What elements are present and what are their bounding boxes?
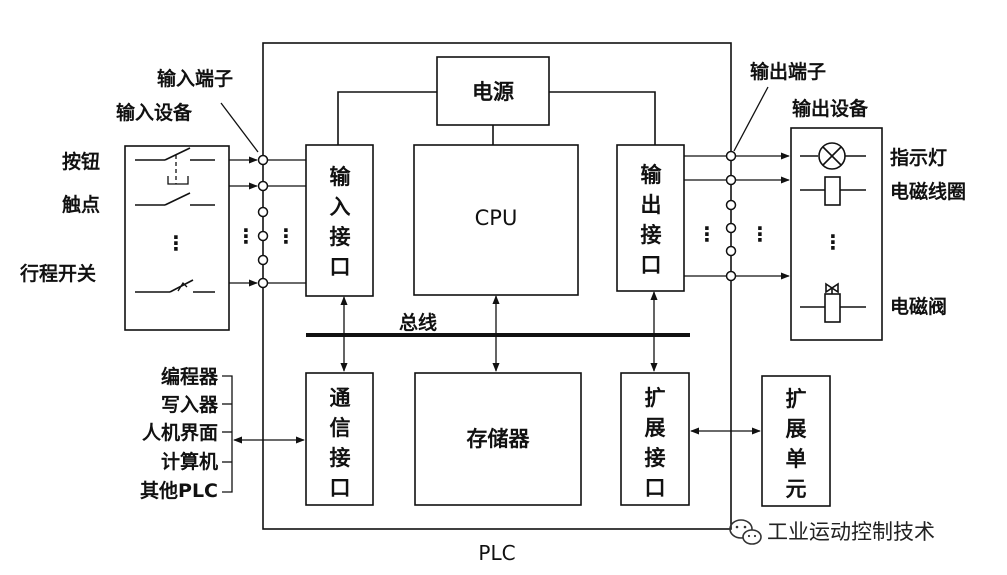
power-line-right bbox=[549, 91, 656, 145]
expansion-interface-char: 接 bbox=[645, 446, 666, 470]
output-device-ellipsis: ⋮ bbox=[823, 230, 843, 254]
button-label: 按钮 bbox=[62, 150, 100, 173]
input-terminal bbox=[257, 230, 269, 242]
cpu-label: CPU bbox=[475, 206, 518, 230]
output-interface-box bbox=[616, 144, 685, 292]
external-device-item: 写入器 bbox=[161, 394, 219, 416]
external-device-list: 编程器 写入器 人机界面 计算机 其他PLC bbox=[140, 365, 219, 502]
input-terminal bbox=[257, 154, 269, 166]
comm-interface-box bbox=[305, 372, 374, 506]
output-interface-char: 接 bbox=[641, 223, 662, 247]
expansion-interface-label: 扩 展 接 口 bbox=[645, 386, 666, 500]
output-interface-char: 出 bbox=[641, 193, 662, 217]
output-terminal bbox=[725, 199, 737, 211]
solenoid-coil-label: 电磁线圈 bbox=[890, 180, 966, 203]
external-device-bracket bbox=[222, 375, 233, 493]
input-terminal bbox=[257, 254, 269, 266]
plc-label: PLC bbox=[478, 541, 515, 565]
comm-interface-char: 信 bbox=[330, 416, 351, 440]
comm-interface-char: 口 bbox=[330, 476, 351, 500]
external-device-item: 编程器 bbox=[161, 365, 219, 388]
input-device-box bbox=[124, 145, 230, 331]
expansion-interface-char: 扩 bbox=[645, 386, 666, 410]
input-terminal-ellipsis: ⋮ bbox=[236, 224, 256, 248]
expansion-interface-box bbox=[620, 372, 690, 506]
output-terminal bbox=[725, 245, 737, 257]
input-terminal-label: 输入端子 bbox=[157, 67, 233, 90]
expansion-unit-char: 扩 bbox=[786, 387, 807, 411]
solenoid-valve-label: 电磁阀 bbox=[890, 295, 947, 318]
contact-label: 触点 bbox=[62, 193, 100, 216]
external-device-item: 计算机 bbox=[161, 450, 218, 473]
expansion-unit-label: 扩 展 单 元 bbox=[786, 387, 807, 501]
expansion-unit-char: 单 bbox=[786, 447, 807, 471]
input-terminal-ellipsis: ⋮ bbox=[276, 224, 296, 248]
output-terminal-leader bbox=[733, 86, 769, 152]
memory-label: 存储器 bbox=[467, 427, 531, 451]
expansion-unit-char: 元 bbox=[786, 477, 807, 501]
external-device-item: 其他PLC bbox=[140, 479, 218, 502]
input-interface-char: 输 bbox=[330, 165, 352, 189]
external-device-item: 人机界面 bbox=[142, 422, 218, 444]
expansion-unit-char: 展 bbox=[786, 417, 807, 441]
output-device-label: 输出设备 bbox=[792, 97, 869, 120]
output-interface-char: 口 bbox=[641, 253, 662, 277]
output-terminal bbox=[725, 222, 737, 234]
comm-interface-char: 接 bbox=[330, 446, 351, 470]
output-terminal-label: 输出端子 bbox=[750, 60, 826, 83]
cpu-box bbox=[413, 144, 579, 296]
input-terminal-leader bbox=[220, 102, 259, 153]
comm-interface-char: 通 bbox=[330, 386, 351, 410]
output-terminal-ellipsis: ⋮ bbox=[697, 222, 717, 246]
output-terminal bbox=[725, 174, 737, 186]
output-terminal bbox=[725, 270, 737, 282]
limit-switch-symbol bbox=[135, 279, 215, 293]
contact-symbol bbox=[135, 192, 215, 206]
watermark-text: 工业运动控制技术 bbox=[767, 520, 935, 544]
output-terminal-ellipsis: ⋮ bbox=[750, 222, 770, 246]
power-line-left bbox=[337, 91, 437, 145]
input-interface-label: 输 入 接 口 bbox=[330, 165, 352, 279]
output-terminal bbox=[725, 150, 737, 162]
expansion-interface-char: 口 bbox=[645, 476, 666, 500]
limit-switch-label: 行程开关 bbox=[19, 262, 96, 285]
input-terminal bbox=[257, 206, 269, 218]
input-device-ellipsis: ⋮ bbox=[166, 231, 186, 255]
input-interface-box bbox=[305, 144, 374, 297]
input-device-label: 输入设备 bbox=[116, 101, 193, 124]
power-label: 电源 bbox=[472, 80, 514, 104]
input-terminal bbox=[257, 277, 269, 289]
input-interface-char: 接 bbox=[330, 225, 351, 249]
solenoid-valve-icon bbox=[800, 282, 866, 323]
indicator-lamp-icon bbox=[800, 142, 866, 170]
comm-interface-label: 通 信 接 口 bbox=[330, 386, 351, 500]
expansion-interface-char: 展 bbox=[645, 416, 666, 440]
expansion-unit-box bbox=[761, 375, 831, 507]
button-contact-symbol bbox=[135, 147, 215, 185]
input-interface-char: 口 bbox=[330, 255, 351, 279]
wechat-icon bbox=[729, 519, 762, 545]
input-terminal bbox=[257, 180, 269, 192]
bus-label: 总线 bbox=[399, 311, 437, 334]
output-interface-label: 输 出 接 口 bbox=[641, 163, 663, 277]
power-box bbox=[436, 56, 550, 126]
memory-box bbox=[414, 372, 582, 506]
input-interface-char: 入 bbox=[330, 195, 351, 219]
output-interface-char: 输 bbox=[641, 163, 663, 187]
indicator-lamp-label: 指示灯 bbox=[890, 147, 947, 169]
solenoid-coil-icon bbox=[800, 176, 866, 206]
